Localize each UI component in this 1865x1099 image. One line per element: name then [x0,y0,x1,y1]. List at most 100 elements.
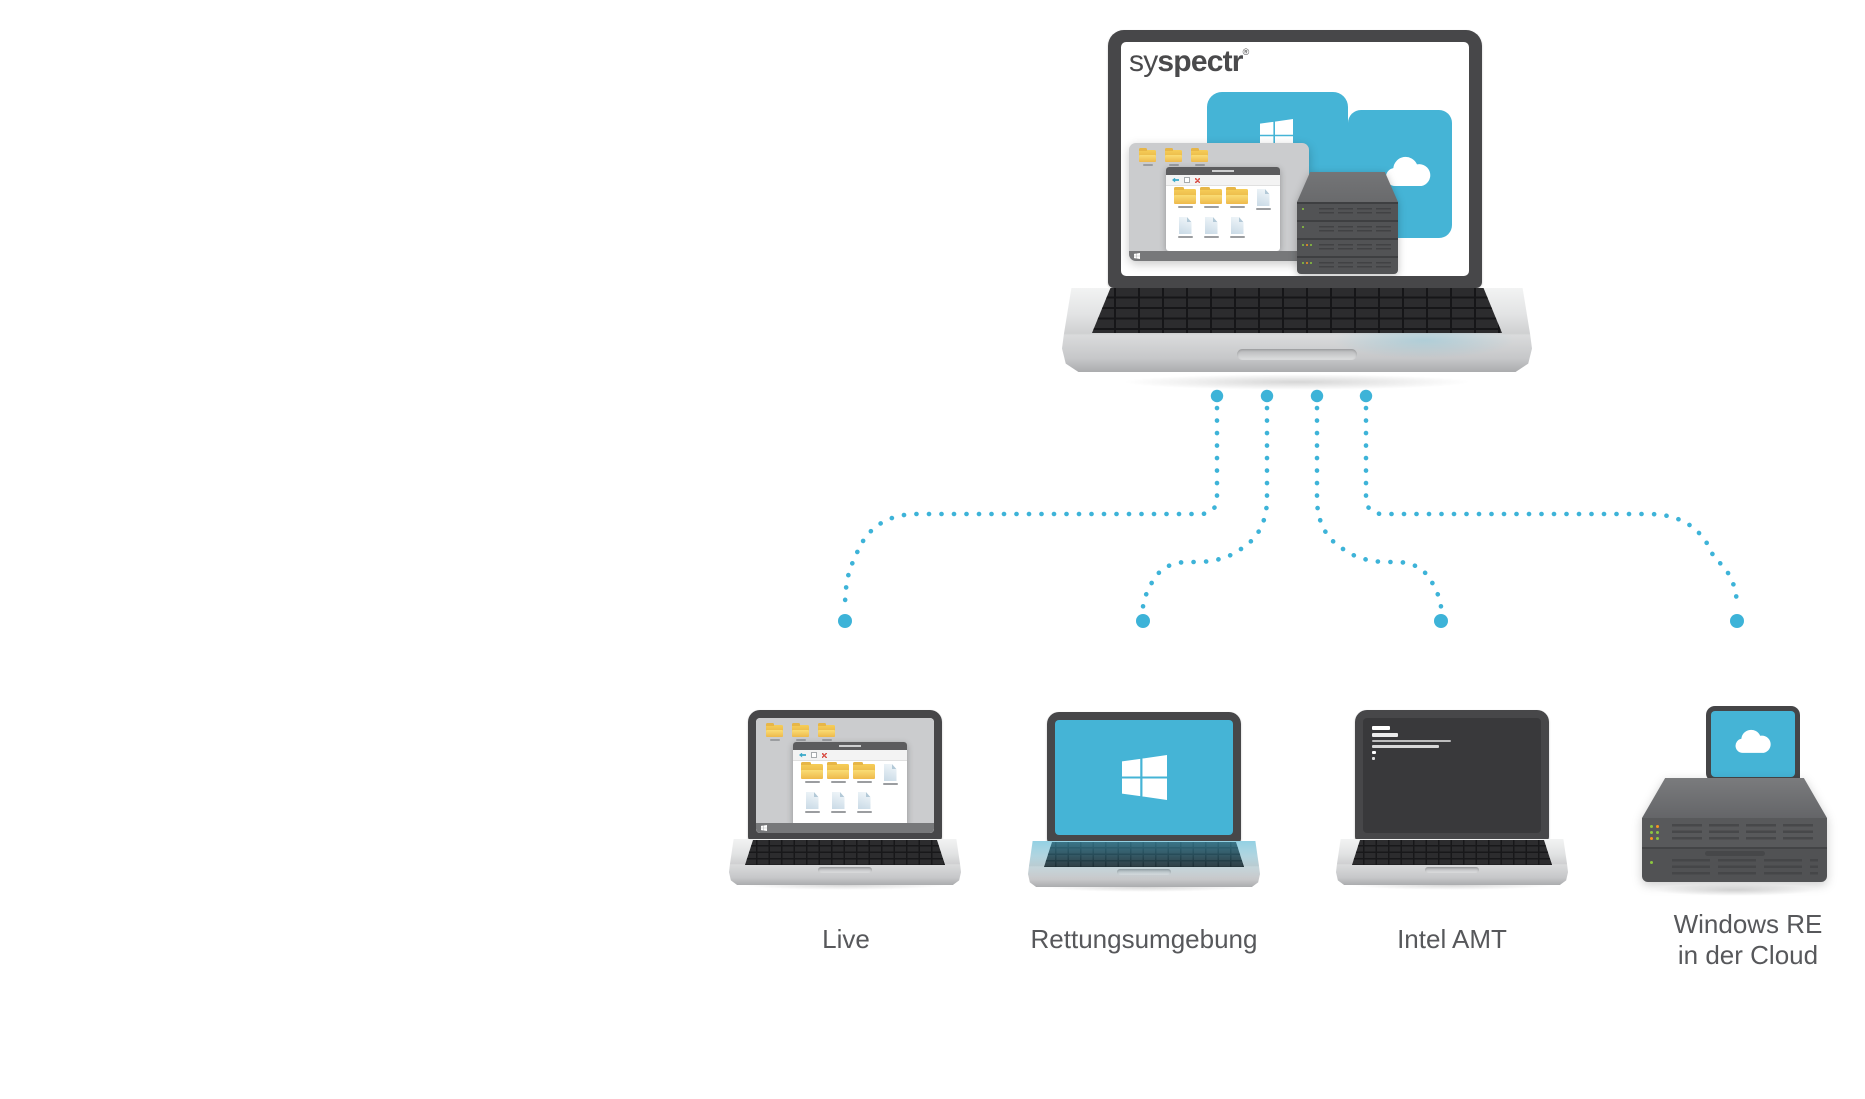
hub-laptop-base [1062,288,1532,372]
laptop-keyboard [1352,840,1552,865]
titlebar-text-bar [839,745,861,747]
file-label-bar [856,811,872,813]
explorer-folder [1174,186,1196,210]
led-cluster [1650,861,1662,867]
folder-icon [1139,147,1156,162]
connector-start-dot [1210,389,1224,403]
explorer-file-grid [801,761,902,813]
folder-icon [1226,186,1248,204]
file-label-bar [882,783,898,785]
device-shadow [1350,880,1554,890]
file-label-bar [830,781,846,783]
desktop-folder [1191,147,1208,166]
folder-icon [1191,147,1208,162]
explorer-file [879,764,901,785]
hub-laptop-shadow [1122,374,1472,390]
explorer-file [1252,189,1274,210]
laptop-bezel [748,710,942,841]
label-line-2: in der Cloud [1677,940,1819,970]
explorer-folder [853,761,875,785]
folder-icon [853,761,875,779]
taskbar [1129,251,1309,261]
connection-to-rettungsumgebung [1140,405,1270,611]
led-cluster [1302,244,1314,248]
explorer-titlebar [793,742,907,750]
led-orange [1306,244,1309,247]
explorer-file [853,792,875,813]
vent-slats [1672,859,1818,876]
explorer-file [801,792,823,813]
logo-bold-part: spectr [1157,45,1243,78]
terminal-line [1372,751,1376,754]
file-icon [1204,217,1218,234]
led-green [1650,831,1653,834]
connection-to-live [842,405,1220,611]
device-shadow [743,880,947,890]
laptop-screen-terminal [1363,718,1541,833]
explorer-file [1174,217,1196,238]
file-icon [1178,217,1192,234]
explorer-folder [1226,186,1248,210]
explorer-folder [801,761,823,785]
file-icon [1230,217,1244,234]
explorer-file [1226,217,1248,238]
explorer-file [1200,217,1222,238]
laptop-lid-notch [818,867,872,873]
folder-icon [827,761,849,779]
windows-logo-icon [761,825,767,831]
file-label-bar [1229,236,1245,238]
folder-icon [792,722,809,737]
hub-laptop-bezel: syspectr® [1108,30,1482,288]
led-cluster [1302,226,1314,230]
device-shadow [1042,882,1246,892]
folder-icon [801,761,823,779]
explorer-file-grid [1174,186,1275,238]
led-green [1650,825,1653,828]
hub-syspectr-laptop: syspectr® [1062,22,1532,390]
led-green [1656,831,1659,834]
file-icon [1256,189,1270,206]
folder-label-bar [769,739,780,741]
led-cluster [1302,262,1314,266]
led-green [1310,262,1313,265]
laptop-bezel [1355,710,1549,841]
file-explorer-desktop [756,718,934,833]
device-windows-re-cloud [1642,706,1827,896]
folder-label-bar [795,739,806,741]
back-arrow-icon [1172,177,1179,183]
terminal-output-lines [1372,726,1451,763]
led-cluster [1650,825,1662,843]
file-label-bar [1229,206,1245,208]
led-green [1302,244,1305,247]
taskbar [756,823,934,833]
server-unit [1642,818,1827,847]
folder-label-bar [1194,164,1205,166]
back-arrow-icon [799,752,806,758]
file-label-bar [830,811,846,813]
hub-laptop-screen: syspectr® [1121,42,1469,276]
cloud-monitor [1706,706,1800,782]
explorer-file [827,792,849,813]
connector-end-dot [1434,614,1448,628]
titlebar-text-bar [1212,170,1234,172]
folder-label-bar [821,739,832,741]
terminal-line [1372,726,1390,730]
vent-slats [1319,262,1393,270]
label-line-1: Windows RE [1673,909,1823,939]
connector-end-dot [838,614,852,628]
folder-icon [1165,147,1182,162]
connection-to-intel-amt [1314,405,1444,611]
laptop-base [1336,839,1568,885]
folder-icon [766,722,783,737]
desktop-folder [792,722,809,741]
close-icon [1195,177,1200,183]
folder-label-bar [1142,164,1153,166]
hub-laptop-lid-notch [1237,349,1357,360]
file-icon [883,764,897,781]
desktop-folder-icons [1139,147,1208,166]
label-live: Live [822,924,870,954]
vent-slats [1672,824,1818,841]
explorer-window [1166,167,1280,251]
explorer-toolbar [1166,175,1280,186]
